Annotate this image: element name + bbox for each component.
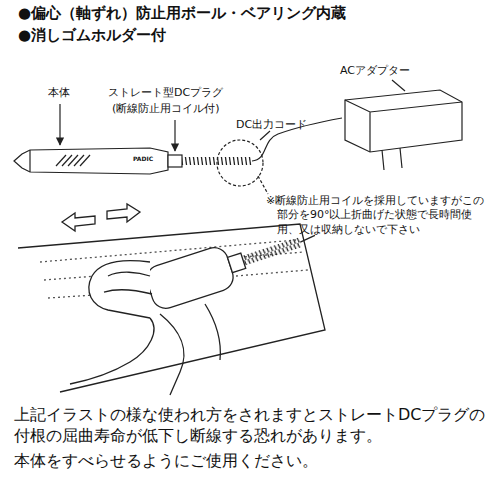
body-text: 本体をすべらせるようにご使用ください。 <box>14 451 488 472</box>
feature-line: ●消しゴムホルダー付 <box>18 26 488 46</box>
part-name: DC出力コード <box>236 118 346 132</box>
part-name: 本体 <box>48 86 108 100</box>
caution-note: ※断線防止用コイルを採用していますがこの部分を90°以上折曲げた状態で長時間使用… <box>266 194 491 237</box>
part-name: ストレート型DCプラグ <box>108 86 268 100</box>
top-product <box>14 80 462 194</box>
part-name: (断線防止用コイル付) <box>112 102 272 116</box>
feature-line: ●偏心（軸ずれ）防止用ボール・ベアリング内蔵 <box>18 4 488 24</box>
logo-text: PADIC <box>133 155 173 163</box>
part-name: ACアダプター <box>340 64 470 78</box>
body-text: 上記イラストの様な使われ方をされますとストレートDCプラグの付根の屈曲寿命が低下… <box>14 405 488 447</box>
